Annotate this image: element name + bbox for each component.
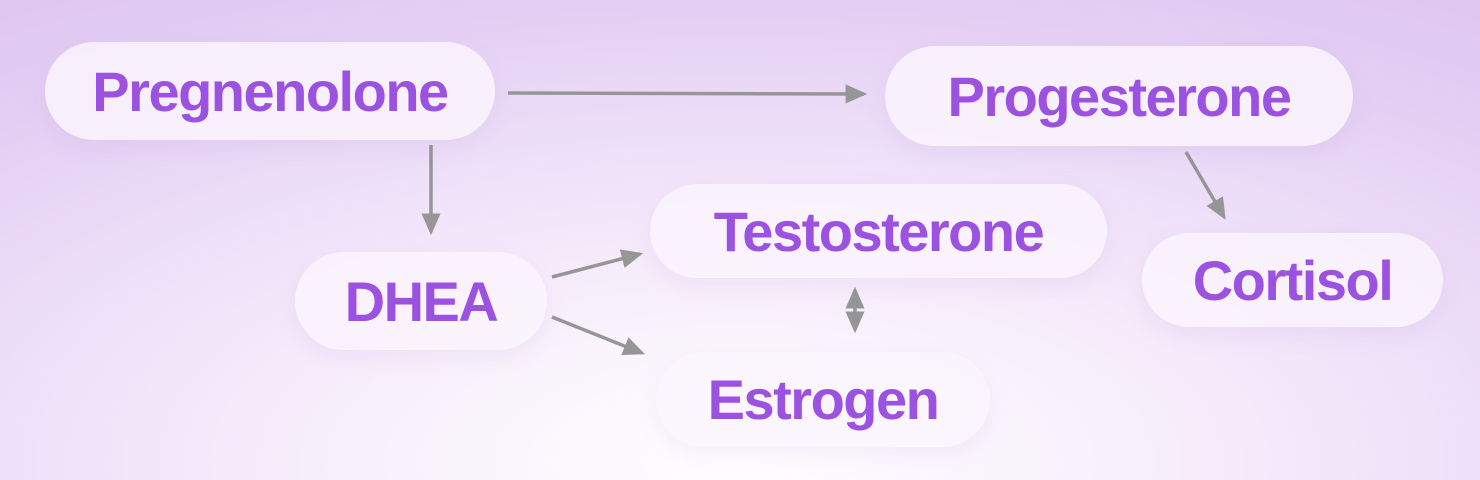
node-progesterone: Progesterone — [885, 46, 1353, 146]
arrow-dhea-to-estrogen — [551, 315, 646, 356]
node-testosterone: Testosterone — [650, 184, 1107, 278]
arrow-dhea-to-testosterone — [551, 249, 644, 279]
node-testosterone-label: Testosterone — [713, 199, 1045, 263]
arrow-progesterone-to-cortisol — [1184, 151, 1226, 220]
node-cortisol: Cortisol — [1142, 233, 1443, 327]
node-dhea: DHEA — [295, 252, 547, 350]
node-estrogen-label: Estrogen — [707, 368, 940, 431]
node-estrogen: Estrogen — [656, 352, 990, 447]
node-pregnenolone-label: Pregnenolone — [92, 59, 449, 123]
node-pregnenolone: Pregnenolone — [45, 42, 495, 140]
node-progesterone-label: Progesterone — [947, 64, 1293, 128]
node-cortisol-label: Cortisol — [1192, 248, 1394, 312]
arrow-pregnenolone-to-progesterone — [507, 84, 868, 104]
node-dhea-label: DHEA — [344, 269, 499, 333]
